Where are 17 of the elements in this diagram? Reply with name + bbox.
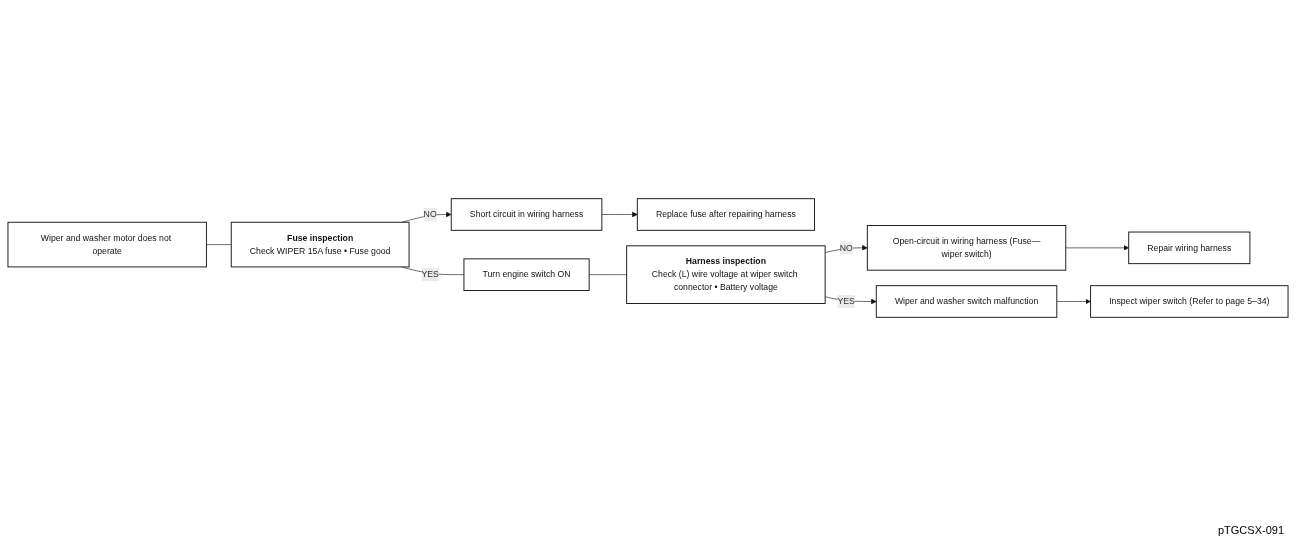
node-box: Replace fuse after repairing harness — [636, 197, 815, 231]
node-box: Repair wiring harness — [1128, 231, 1251, 264]
node-box: Inspect wiper switch (Refer to page 5–34) — [1090, 284, 1289, 318]
connector — [206, 243, 232, 245]
node-box: Turn engine switch ON — [463, 257, 590, 291]
node-box: Wiper and washer motor does not operate — [7, 221, 207, 267]
node-box: Short circuit in wiring harness — [450, 197, 603, 231]
edge-label: YES — [837, 295, 855, 306]
edge-label: YES — [421, 268, 439, 279]
figure-code: pTGCSX-091 — [1217, 524, 1284, 536]
node-box: Harness inspection Check (L) wire voltage at wiper switch connector • Battery voltage — [626, 244, 826, 304]
node-box: Fuse inspection Check WIPER 15A fuse • Fuse good — [230, 221, 410, 267]
edge-label: NO — [423, 208, 437, 219]
connector — [588, 273, 627, 275]
edge-label: NO — [839, 242, 853, 252]
node-box: Wiper and washer switch malfunction — [875, 284, 1058, 318]
node-box: Open-circuit in wiring harness (Fuse—wiper switch) — [866, 224, 1067, 271]
